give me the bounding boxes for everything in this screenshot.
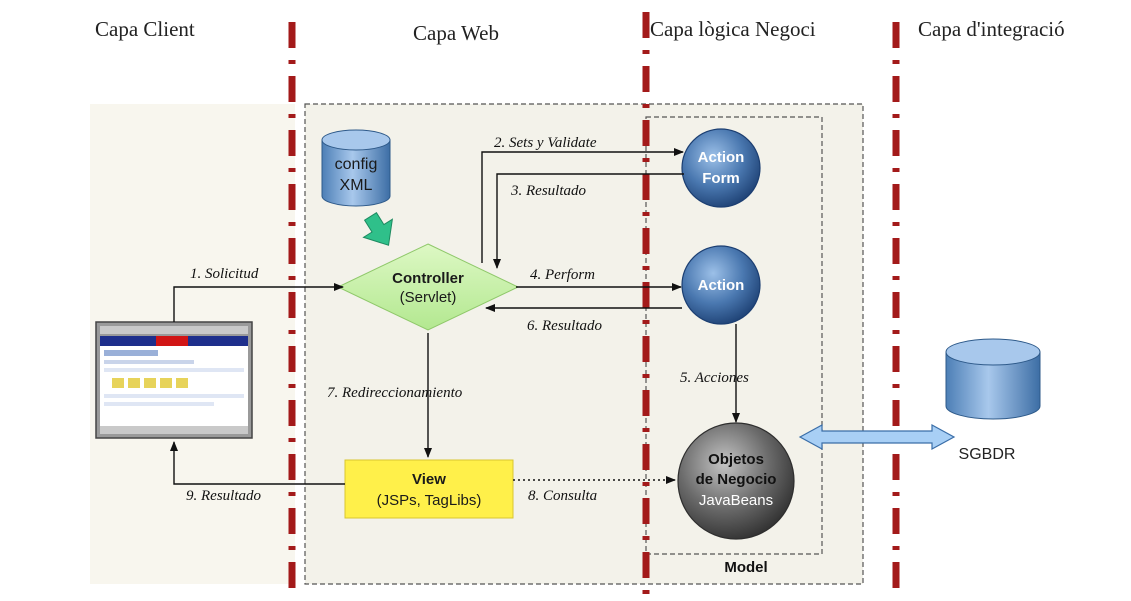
model-label: Model bbox=[724, 559, 767, 576]
label-sets-validate: 2. Sets y Validate bbox=[494, 135, 597, 151]
label-consulta: 8. Consulta bbox=[528, 488, 597, 504]
xml-label: XML bbox=[340, 177, 373, 194]
javabeans-label: JavaBeans bbox=[699, 492, 773, 509]
sgbdr-database-icon bbox=[945, 338, 1041, 420]
business-objects-label-1: Objetos bbox=[708, 451, 764, 468]
jsp-taglibs-label: (JSPs, TagLibs) bbox=[377, 492, 482, 509]
web-tier-boundary bbox=[304, 103, 864, 585]
config-arrow-icon bbox=[362, 212, 394, 246]
label-solicitud: 1. Solicitud bbox=[190, 266, 259, 282]
arrow-resultado-9 bbox=[170, 441, 345, 485]
label-redireccionamiento: 7. Redireccionamiento bbox=[327, 385, 463, 401]
action-form-node: Action Form bbox=[681, 128, 761, 208]
config-xml-database-icon: config XML bbox=[321, 129, 391, 207]
database-link-arrow bbox=[798, 423, 956, 451]
servlet-label: (Servlet) bbox=[400, 289, 457, 306]
arrow-sets-validate bbox=[481, 148, 684, 263]
browser-window-thumbnail bbox=[95, 321, 253, 439]
business-objects-node: Objetos de Negocio JavaBeans bbox=[677, 422, 795, 540]
controller-node: Controller (Servlet) bbox=[336, 243, 520, 331]
action-node: Action bbox=[681, 245, 761, 325]
business-objects-label-2: de Negocio bbox=[696, 471, 777, 488]
layer-title-client: Capa Client bbox=[95, 17, 195, 41]
controller-label: Controller bbox=[392, 270, 464, 287]
action-form-label-1: Action bbox=[698, 149, 745, 166]
label-resultado-6: 6. Resultado bbox=[527, 318, 602, 334]
layer-title-business: Capa lògica Negoci bbox=[650, 17, 816, 41]
model-boundary bbox=[645, 116, 823, 555]
label-resultado-9: 9. Resultado bbox=[186, 488, 261, 504]
arrow-resultado-3 bbox=[493, 173, 684, 269]
label-resultado-3: 3. Resultado bbox=[510, 183, 586, 199]
layer-title-integration: Capa d'integració bbox=[918, 17, 1065, 41]
label-acciones: 5. Acciones bbox=[680, 370, 749, 386]
config-label: config bbox=[335, 156, 378, 173]
arrow-solicitud bbox=[173, 283, 344, 322]
sgbdr-label: SGBDR bbox=[959, 446, 1016, 463]
view-label: View bbox=[412, 471, 446, 488]
layer-dividers bbox=[288, 12, 900, 598]
layer-title-web: Capa Web bbox=[413, 21, 499, 45]
action-form-label-2: Form bbox=[702, 170, 740, 187]
action-label: Action bbox=[698, 277, 745, 294]
label-perform: 4. Perform bbox=[530, 267, 595, 283]
view-node: View (JSPs, TagLibs) bbox=[344, 459, 514, 519]
